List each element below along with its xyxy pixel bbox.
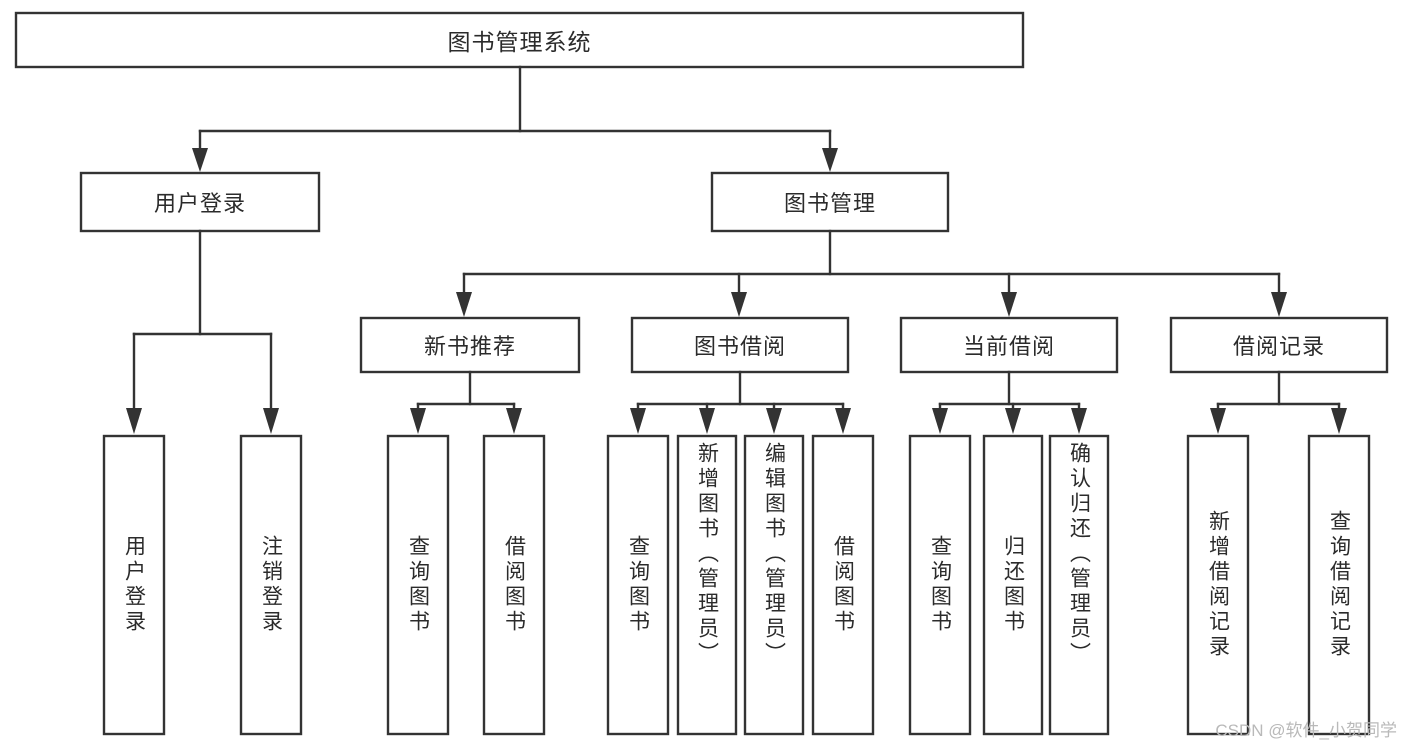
leaf-box-confirm-return-admin[interactable]	[1048, 434, 1110, 736]
arrow-head-icon	[263, 408, 279, 434]
node-box-user-login[interactable]	[79, 171, 321, 233]
leaf-box-return-book[interactable]	[982, 434, 1044, 736]
connector-root-to-level2	[192, 65, 838, 172]
arrow-head-icon	[1005, 408, 1021, 434]
leaf-box-query-book-2[interactable]	[606, 434, 670, 736]
node-box-borrow-record[interactable]	[1169, 316, 1389, 374]
leaf-box-edit-book-admin[interactable]	[743, 434, 805, 736]
connector-book-borrow-to-leaves	[630, 370, 851, 434]
arrow-head-icon	[126, 408, 142, 434]
leaf-box-user-login[interactable]	[102, 434, 166, 736]
node-box-root[interactable]	[14, 11, 1025, 69]
arrow-head-icon	[766, 408, 782, 434]
arrow-head-icon	[630, 408, 646, 434]
arrow-head-icon	[1331, 408, 1347, 434]
leaf-box-query-book-1[interactable]	[386, 434, 450, 736]
arrow-head-icon	[699, 408, 715, 434]
node-box-new-book-recommend[interactable]	[359, 316, 581, 374]
leaf-box-borrow-book-1[interactable]	[482, 434, 546, 736]
arrow-head-icon	[1210, 408, 1226, 434]
connector-new-book-recommend-to-leaves	[410, 370, 522, 434]
connector-borrow-record-to-leaves	[1210, 370, 1347, 434]
arrow-head-icon	[822, 148, 838, 172]
connector-current-borrow-to-leaves	[932, 370, 1087, 434]
arrow-head-icon	[1001, 292, 1017, 317]
connector-user-login-to-leaves	[126, 229, 279, 434]
leaf-box-add-borrow-record[interactable]	[1186, 434, 1250, 736]
arrow-head-icon	[1071, 408, 1087, 434]
node-box-book-management[interactable]	[710, 171, 950, 233]
node-box-book-borrow[interactable]	[630, 316, 850, 374]
arrow-head-icon	[192, 148, 208, 172]
node-box-current-borrow[interactable]	[899, 316, 1119, 374]
leaf-box-logout[interactable]	[239, 434, 303, 736]
arrow-head-icon	[456, 292, 472, 317]
leaf-box-borrow-book-2[interactable]	[811, 434, 875, 736]
arrow-head-icon	[506, 408, 522, 434]
connector-book-management-to-level3	[456, 229, 1287, 317]
arrow-head-icon	[932, 408, 948, 434]
leaf-box-query-book-3[interactable]	[908, 434, 972, 736]
arrow-head-icon	[731, 292, 747, 317]
arrow-head-icon	[1271, 292, 1287, 317]
leaf-box-query-borrow-record[interactable]	[1307, 434, 1371, 736]
arrow-head-icon	[410, 408, 426, 434]
arrow-head-icon	[835, 408, 851, 434]
leaf-box-add-book-admin[interactable]	[676, 434, 738, 736]
